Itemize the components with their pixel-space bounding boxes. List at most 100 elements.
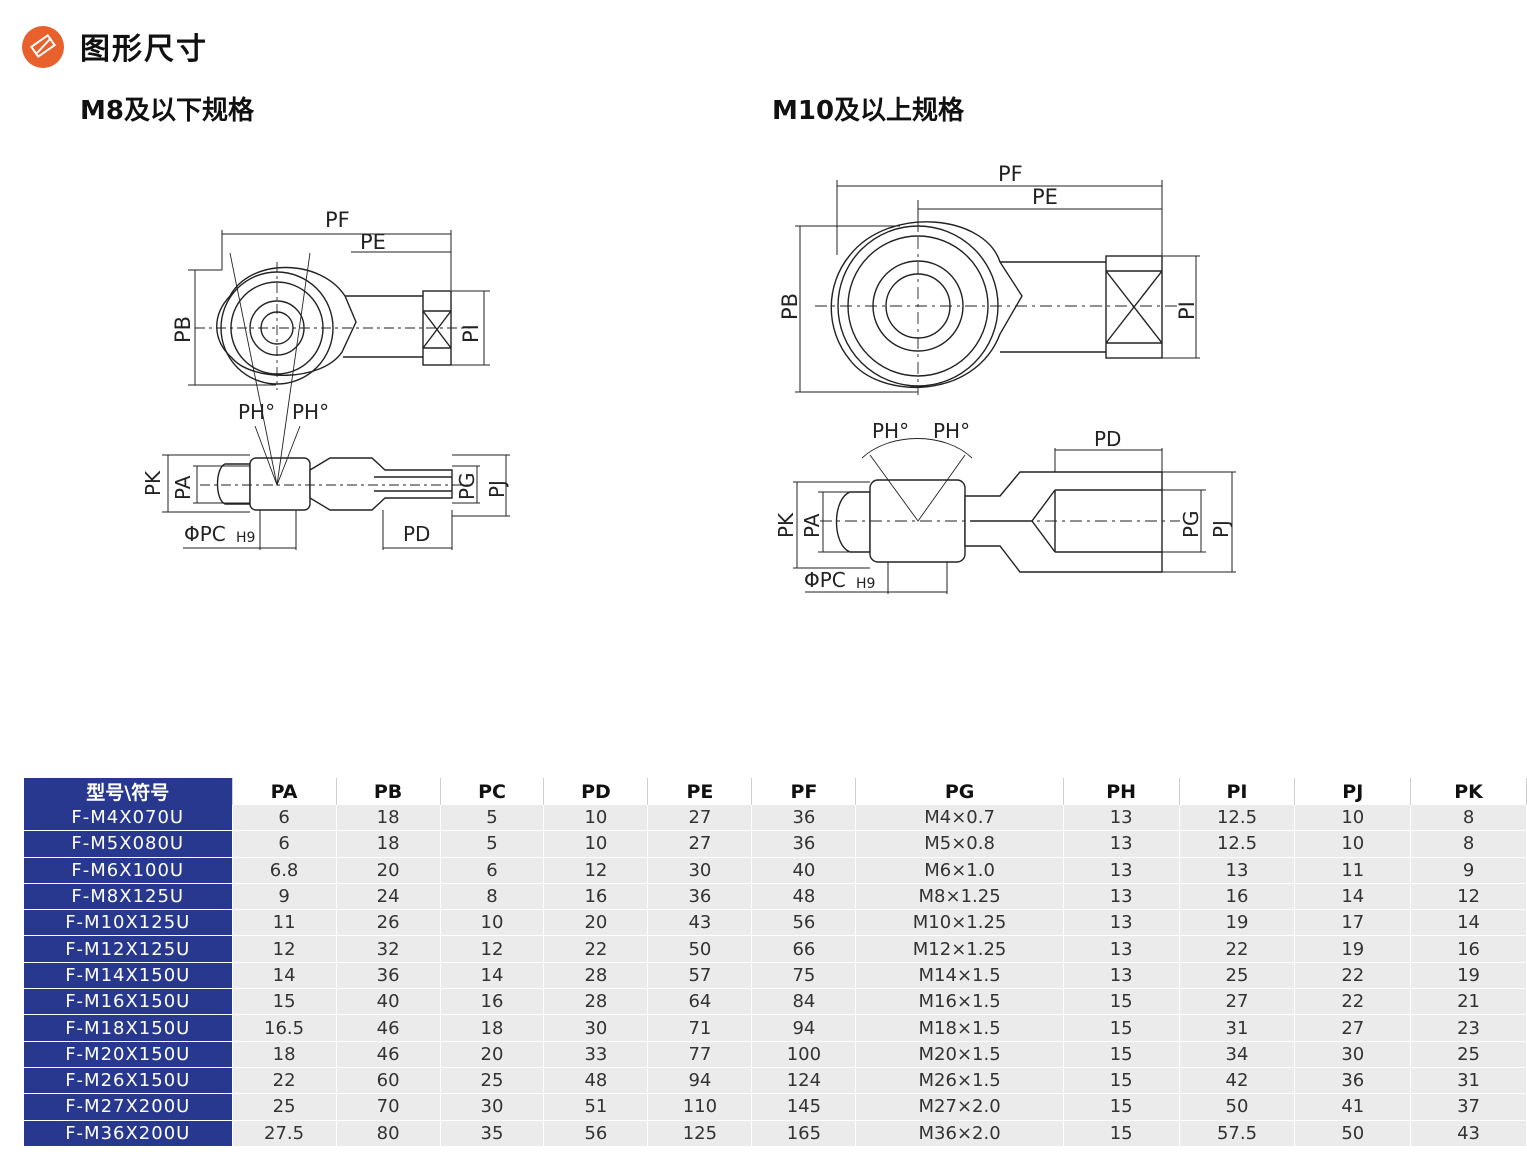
value-cell: 20 [336,857,441,884]
value-cell: 30 [440,1093,545,1121]
value-cell: 10 [543,830,649,858]
dim-pj-left: PJ [485,480,509,498]
value-cell: 5 [440,805,545,832]
value-cell: 42 [1179,1067,1296,1095]
model-cell: F-M8X125U [24,883,233,911]
value-cell: 28 [543,988,649,1016]
column-header: PK [1410,778,1527,805]
page-title: 图形尺寸 [80,32,208,67]
model-cell: F-M10X125U [24,909,233,937]
value-cell: 16 [440,988,545,1016]
value-cell: 36 [647,883,753,911]
column-header: PE [647,778,753,805]
rod-end-top-view-small [188,230,490,390]
rod-end-top-view-large [795,180,1200,395]
value-cell: 30 [1294,1041,1412,1068]
model-cell: F-M12X125U [24,935,233,963]
value-cell: 48 [751,883,857,911]
value-cell: 15 [1063,1120,1180,1147]
value-cell: M27×2.0 [855,1093,1064,1121]
value-cell: 30 [543,1014,649,1042]
value-cell: 27 [647,805,753,832]
column-header: PG [855,778,1064,805]
value-cell: 13 [1063,830,1180,858]
value-cell: 24 [336,883,441,911]
dim-pg-left: PG [455,472,479,500]
value-cell: M14×1.5 [855,962,1064,990]
value-cell: 31 [1179,1014,1296,1042]
value-cell: 30 [647,857,753,884]
column-header: PC [440,778,545,805]
value-cell: 50 [647,935,753,963]
value-cell: 94 [647,1067,753,1095]
model-cell: F-M20X150U [24,1041,233,1068]
value-cell: 22 [1294,988,1412,1016]
value-cell: 13 [1063,805,1180,832]
value-cell: 110 [647,1093,753,1121]
value-cell: 12 [232,935,337,963]
dim-pa-right: PA [800,513,824,538]
value-cell: 26 [336,909,441,937]
value-cell: 57.5 [1179,1120,1296,1147]
model-cell: F-M16X150U [24,988,233,1016]
value-cell: 84 [751,988,857,1016]
value-cell: 15 [1063,1093,1180,1121]
value-cell: 16 [1179,883,1296,911]
value-cell: 22 [1294,962,1412,990]
model-cell: F-M6X100U [24,857,233,884]
value-cell: 94 [751,1014,857,1042]
value-cell: 36 [751,830,857,858]
model-cell: F-M18X150U [24,1014,233,1042]
value-cell: 66 [751,935,857,963]
value-cell: 15 [1063,1067,1180,1095]
dim-pc-right: ΦPC [804,568,846,592]
value-cell: 100 [751,1041,857,1068]
value-cell: 36 [336,962,441,990]
dim-ph-right-2: PH° [933,419,970,443]
value-cell: 40 [336,988,441,1016]
value-cell: 23 [1410,1014,1527,1042]
dim-pa-left: PA [171,475,195,500]
value-cell: 70 [336,1093,441,1121]
value-cell: 10 [543,805,649,832]
value-cell: 19 [1179,909,1296,937]
model-cell: F-M4X070U [24,805,233,832]
value-cell: 10 [440,909,545,937]
value-cell: 12.5 [1179,830,1296,858]
value-cell: 19 [1410,962,1527,990]
dim-h9-right: H9 [856,576,875,592]
value-cell: M4×0.7 [855,805,1064,832]
value-cell: 165 [751,1120,857,1147]
value-cell: 28 [543,962,649,990]
value-cell: 21 [1410,988,1527,1016]
value-cell: 22 [232,1067,337,1095]
dim-pj-right: PJ [1209,520,1233,538]
value-cell: 16 [1410,935,1527,963]
value-cell: 6 [440,857,545,884]
value-cell: M5×0.8 [855,830,1064,858]
value-cell: 50 [1179,1093,1296,1121]
value-cell: 14 [232,962,337,990]
dim-pf-right: PF [998,162,1023,186]
value-cell: 11 [232,909,337,937]
value-cell: 75 [751,962,857,990]
value-cell: 13 [1063,857,1180,884]
dim-pd-right: PD [1094,427,1121,451]
value-cell: 18 [440,1014,545,1042]
value-cell: 56 [751,909,857,937]
value-cell: 9 [232,883,337,911]
rod-end-side-view-small [162,252,510,550]
value-cell: 13 [1063,935,1180,963]
value-cell: 15 [1063,1014,1180,1042]
value-cell: 14 [1410,909,1527,937]
dim-ph-right-1: PH° [872,419,909,443]
column-header: PH [1063,778,1180,805]
value-cell: 125 [647,1120,753,1147]
